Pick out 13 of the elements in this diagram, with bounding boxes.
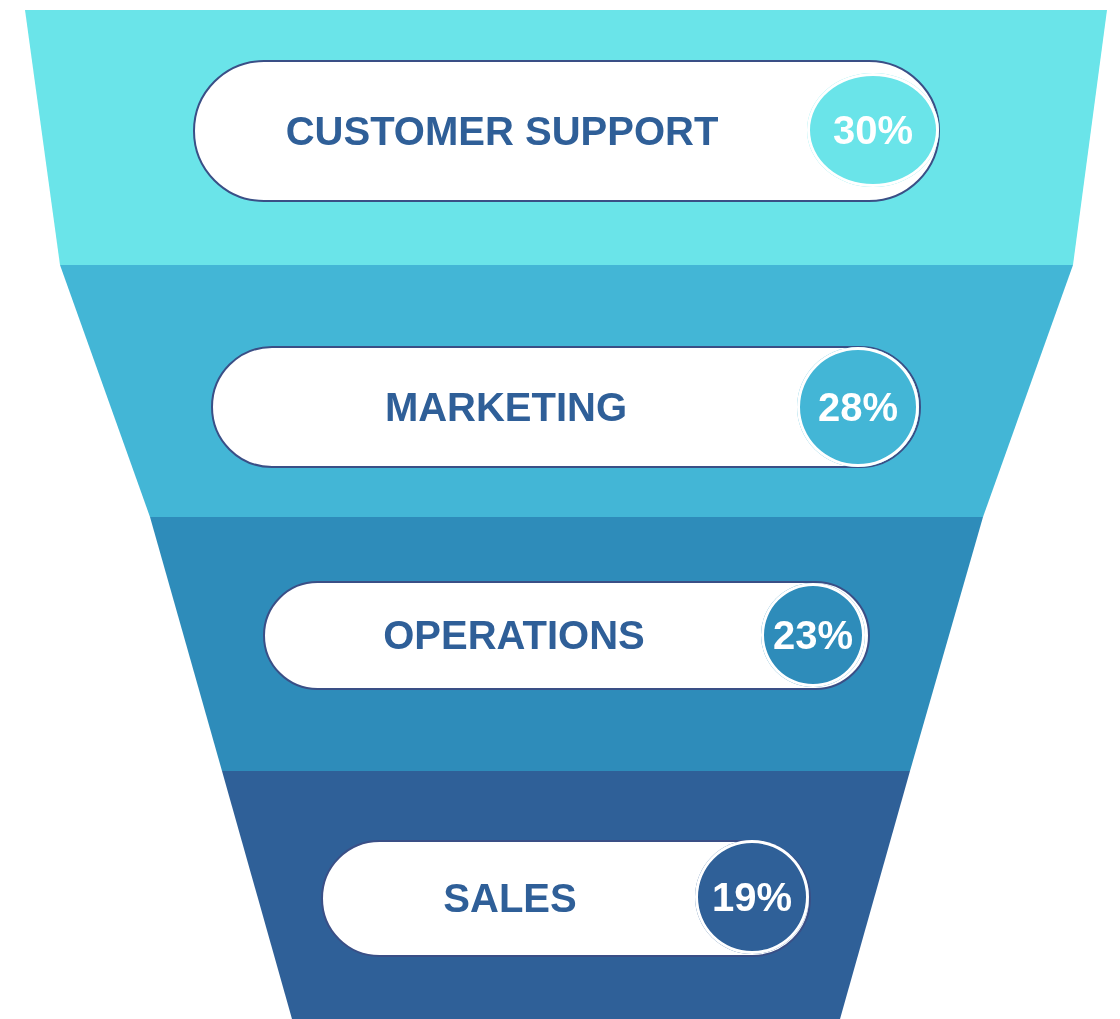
funnel-band [222, 771, 910, 1019]
category-label: CUSTOMER SUPPORT [284, 107, 720, 155]
category-label: MARKETING [383, 383, 629, 431]
percentage-value: 30% [832, 107, 914, 153]
funnel-band [25, 10, 1107, 265]
percentage-value: 23% [772, 612, 854, 658]
percentage-value: 19% [711, 874, 793, 920]
funnel-band [150, 517, 983, 771]
funnel-band [60, 265, 1073, 517]
category-label: OPERATIONS [382, 612, 646, 659]
percentage-value: 28% [817, 384, 899, 430]
category-label: SALES [442, 875, 578, 922]
percentage-circle [761, 583, 865, 687]
